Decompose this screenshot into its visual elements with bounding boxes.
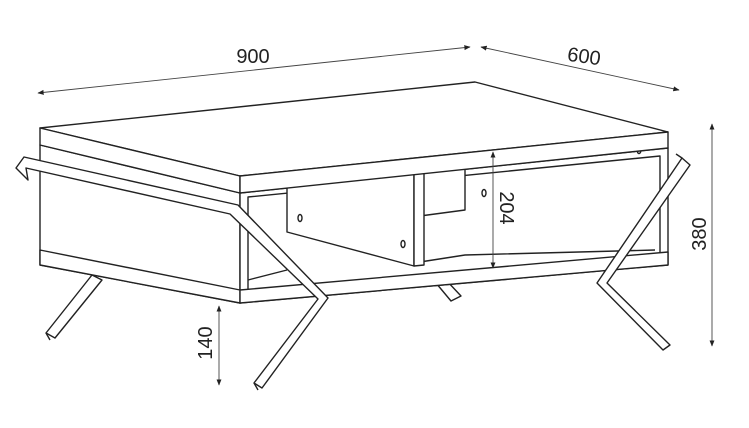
width-dimension-line xyxy=(37,45,471,95)
right-frame xyxy=(596,153,691,351)
back-left-leg xyxy=(45,274,103,341)
width-label: 900 xyxy=(236,46,269,68)
height-label: 380 xyxy=(689,217,711,250)
shelf-height-label: 204 xyxy=(495,191,517,224)
left-frame xyxy=(15,156,329,391)
table-body xyxy=(39,81,669,304)
leg-clearance-label: 140 xyxy=(195,326,217,359)
depth-label: 600 xyxy=(566,44,602,70)
depth-dimension-line xyxy=(480,45,680,92)
